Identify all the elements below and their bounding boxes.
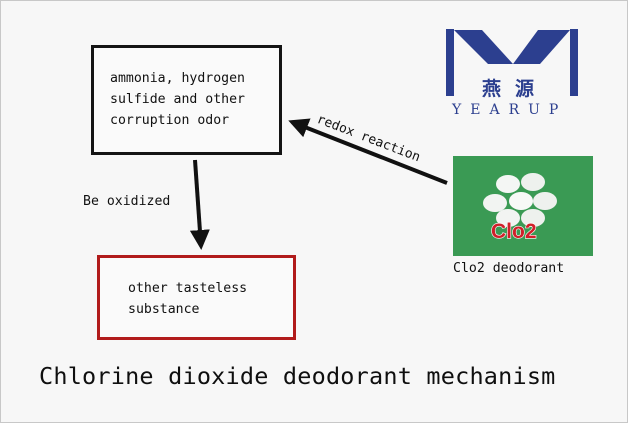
clo2-deodorant-label: Clo2 deodorant [453, 261, 565, 276]
result-box: other tasteless substance [97, 255, 296, 340]
logo-chinese-text: 燕源 [482, 78, 549, 100]
clo2-image-text: Clo2 [491, 220, 537, 243]
diagram-caption: Chlorine dioxide deodorant mechanism [39, 362, 556, 390]
result-line-2: substance [128, 302, 200, 317]
odor-source-line-2: sulfide and other [110, 92, 245, 107]
redox-arrow [288, 118, 448, 185]
logo-english-text: YEARUP [452, 102, 568, 118]
deodorant-tablets-image: Clo2 [453, 156, 593, 256]
yearup-logo [438, 24, 588, 124]
oxidation-arrow [189, 159, 210, 250]
odor-source-box: ammonia, hydrogen sulfide and other corr… [91, 45, 282, 155]
result-line-1: other tasteless [128, 281, 248, 296]
be-oxidized-label: Be oxidized [83, 194, 171, 209]
tablets-illustration: Clo2 [483, 173, 557, 244]
logo-mark [446, 29, 578, 96]
odor-source-line-3: corruption odor [110, 113, 230, 128]
odor-source-line-1: ammonia, hydrogen [110, 71, 245, 86]
